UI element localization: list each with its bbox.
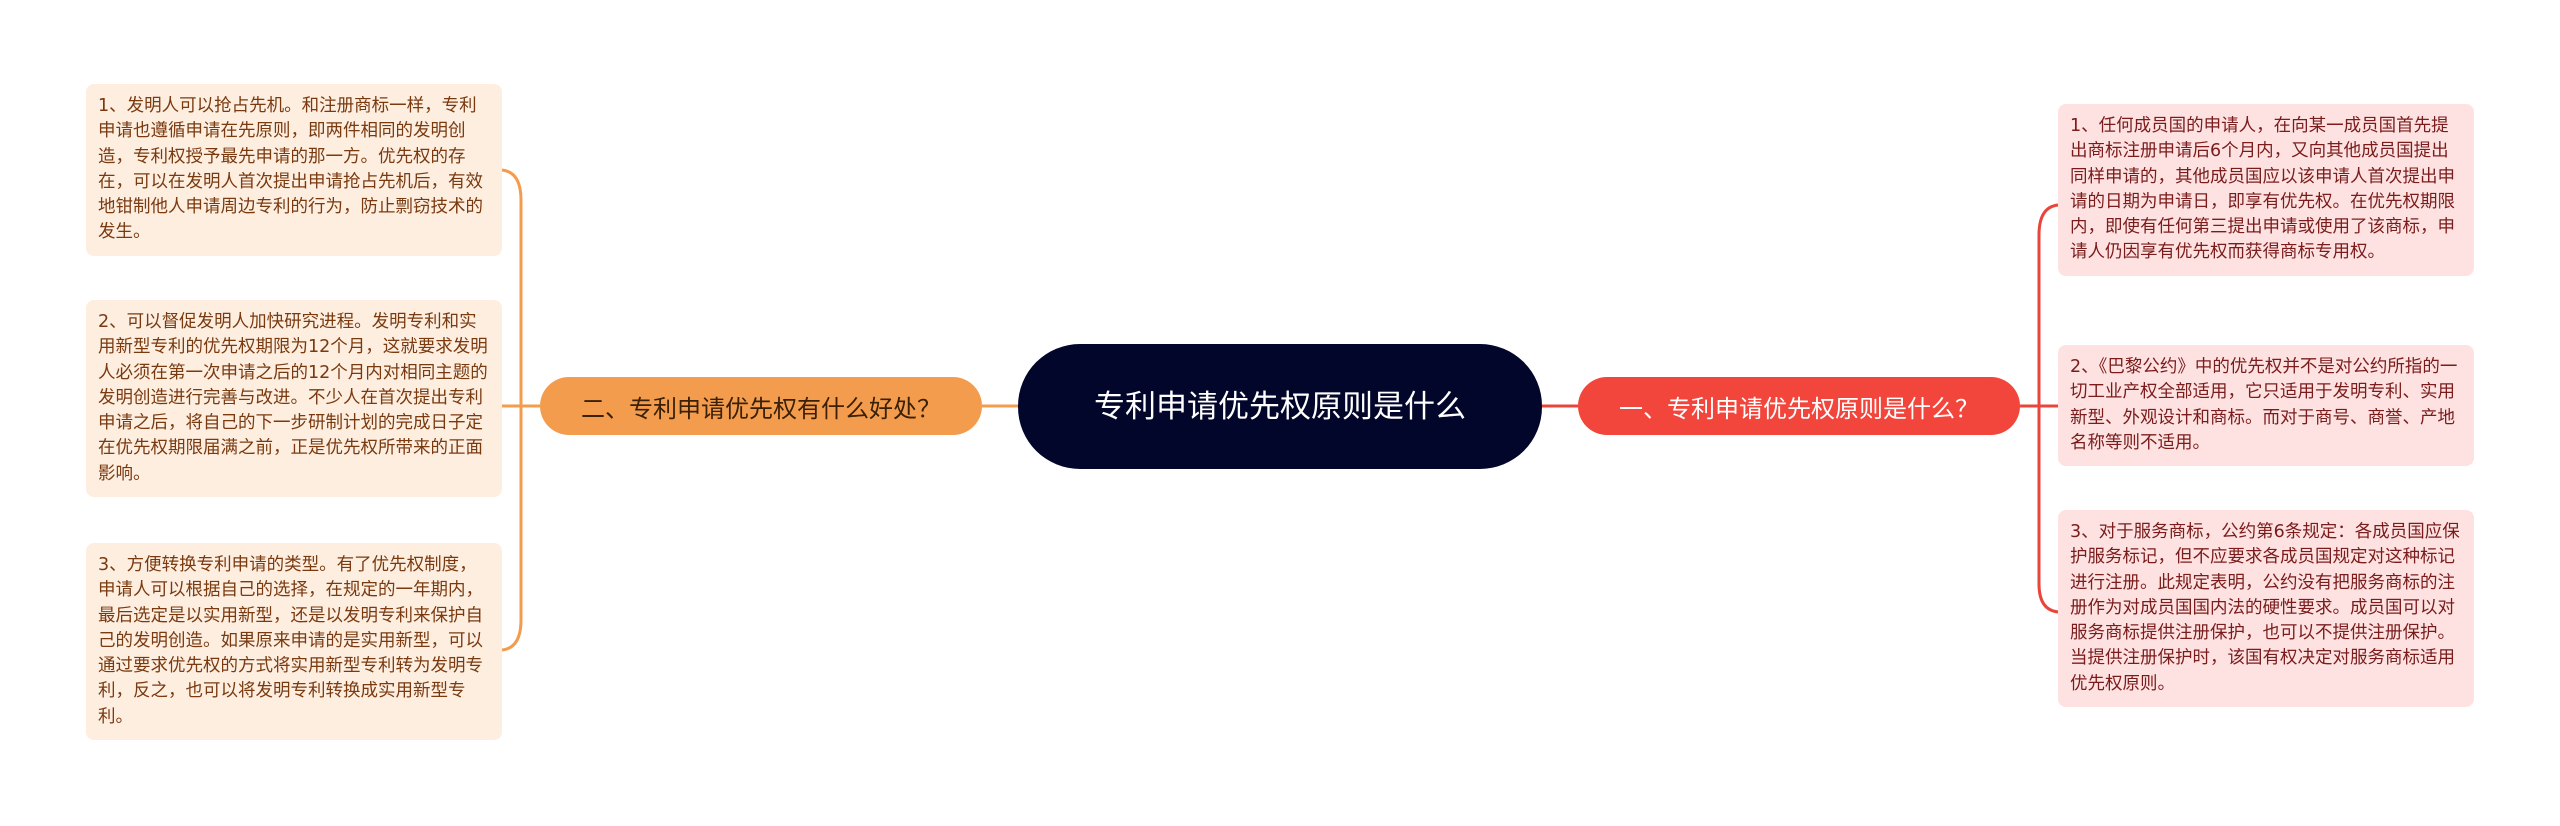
central-topic-label: 专利申请优先权原则是什么 <box>1094 388 1466 425</box>
leaf-text: 2、《巴黎公约》中的优先权并不是对公约所指的一切工业产权全部适用，它只适用于发明… <box>2070 357 2458 453</box>
central-topic[interactable]: 专利申请优先权原则是什么 <box>1018 344 1542 469</box>
leaf-principle-1[interactable]: 1、任何成员国的申请人，在向某一成员国首先提出商标注册申请后6个月内，又向其他成… <box>2058 104 2474 276</box>
leaf-principle-2[interactable]: 2、《巴黎公约》中的优先权并不是对公约所指的一切工业产权全部适用，它只适用于发明… <box>2058 345 2474 467</box>
leaf-text: 1、发明人可以抢占先机。和注册商标一样，专利申请也遵循申请在先原则，即两件相同的… <box>98 96 483 243</box>
leaf-benefit-2[interactable]: 2、可以督促发明人加快研究进程。发明专利和实用新型专利的优先权期限为12个月，这… <box>86 300 502 498</box>
leaf-text: 3、对于服务商标，公约第6条规定：各成员国应保护服务标记，但不应要求各成员国规定… <box>2070 522 2460 694</box>
leaf-principle-3[interactable]: 3、对于服务商标，公约第6条规定：各成员国应保护服务标记，但不应要求各成员国规定… <box>2058 510 2474 708</box>
leaf-text: 3、方便转换专利申请的类型。有了优先权制度，申请人可以根据自己的选择，在规定的一… <box>98 555 483 727</box>
branch-principle-label: 一、专利申请优先权原则是什么？ <box>1619 394 1979 423</box>
branch-principle[interactable]: 一、专利申请优先权原则是什么？ <box>1578 377 2020 435</box>
leaf-benefit-1[interactable]: 1、发明人可以抢占先机。和注册商标一样，专利申请也遵循申请在先原则，即两件相同的… <box>86 84 502 256</box>
branch-benefits[interactable]: 二、专利申请优先权有什么好处？ <box>540 377 982 435</box>
leaf-benefit-3[interactable]: 3、方便转换专利申请的类型。有了优先权制度，申请人可以根据自己的选择，在规定的一… <box>86 543 502 741</box>
leaf-text: 2、可以督促发明人加快研究进程。发明专利和实用新型专利的优先权期限为12个月，这… <box>98 312 488 484</box>
leaf-text: 1、任何成员国的申请人，在向某一成员国首先提出商标注册申请后6个月内，又向其他成… <box>2070 116 2455 263</box>
branch-benefits-label: 二、专利申请优先权有什么好处？ <box>581 394 941 423</box>
